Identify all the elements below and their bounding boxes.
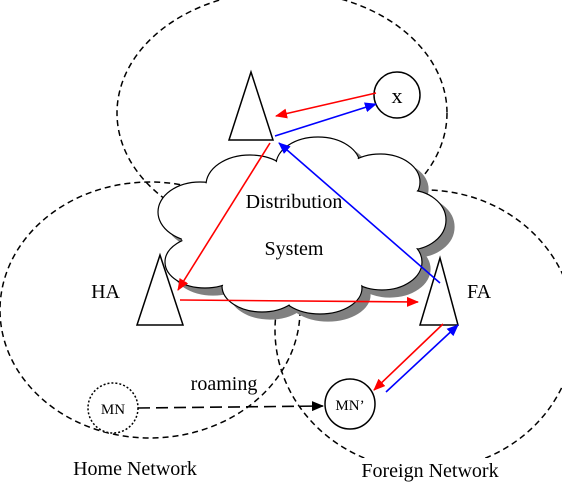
fa-antenna-icon	[418, 255, 459, 326]
red-arrow-top-to-ha	[177, 142, 271, 291]
mobile-node-home-label: MN	[101, 402, 125, 418]
red-forward-path	[177, 92, 444, 391]
foreign-network-label: Foreign Network	[361, 460, 498, 482]
mobile-node-foreign	[324, 378, 376, 430]
distribution-label-line2: System	[265, 238, 324, 260]
blue-reverse-path	[274, 102, 459, 393]
ha-label: HA	[91, 281, 120, 303]
red-arrow-x-to-top	[275, 92, 377, 119]
fa-label: FA	[467, 281, 492, 303]
blue-arrow-mn-to-fa	[385, 324, 459, 393]
blue-arrow-top-to-x	[274, 102, 377, 137]
correspondent-node	[373, 71, 421, 119]
roaming-arrow	[137, 401, 324, 412]
red-arrow-ha-to-fa	[179, 296, 419, 307]
distribution-label-line1: Distribution	[246, 191, 343, 213]
ha-antenna-icon	[135, 252, 185, 326]
correspondent-node-label: x	[392, 83, 403, 108]
blue-arrow-fa-to-top	[278, 142, 441, 284]
top-antenna-icon	[227, 69, 275, 141]
home-network-label: Home Network	[73, 458, 197, 480]
roaming-label: roaming	[191, 373, 258, 395]
mobile-node-foreign-label: MN’	[335, 398, 364, 414]
red-arrow-fa-to-mn	[373, 323, 444, 391]
top-network-boundary	[116, 0, 448, 236]
